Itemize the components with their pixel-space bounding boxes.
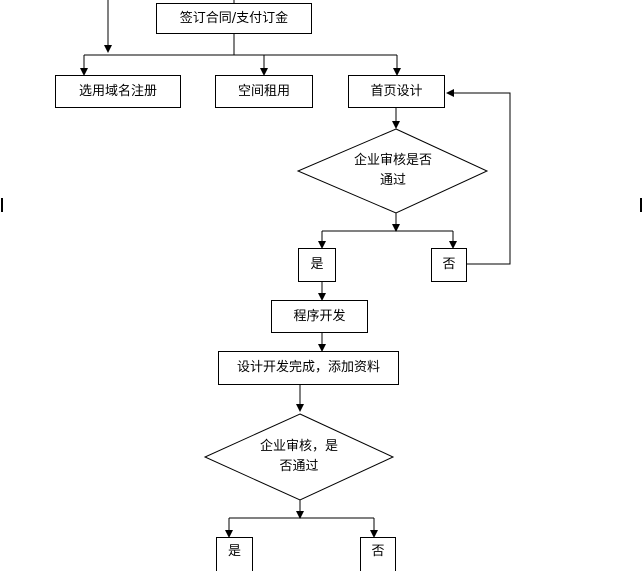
decision-label-1: 企业审核是否 通过 [354, 151, 432, 191]
node-no-1: 否 [431, 248, 467, 282]
right-edge-marker [640, 198, 642, 212]
node-yes-1: 是 [298, 248, 336, 282]
node-homepage-design: 首页设计 [348, 75, 445, 108]
node-program-development: 程序开发 [271, 300, 368, 333]
decision-1-line-2: 通过 [379, 173, 407, 188]
arrow-no1-loop-back [446, 89, 511, 265]
decision-2-line-2: 否通过 [279, 459, 319, 474]
decision-1-line-1: 企业审核是否 [353, 153, 433, 168]
decision-label-2: 企业审核，是 否通过 [260, 437, 338, 477]
node-yes-2: 是 [216, 537, 253, 571]
node-contract: 签订合同/支付订金 [156, 3, 312, 34]
decision-2-line-1: 企业审核，是 [259, 439, 339, 454]
node-domain-registration: 选用域名注册 [55, 75, 181, 108]
node-design-complete: 设计开发完成，添加资料 [218, 351, 399, 385]
left-edge-marker [1, 198, 3, 212]
node-no-2: 否 [360, 537, 396, 571]
node-hosting-rental: 空间租用 [215, 75, 313, 108]
